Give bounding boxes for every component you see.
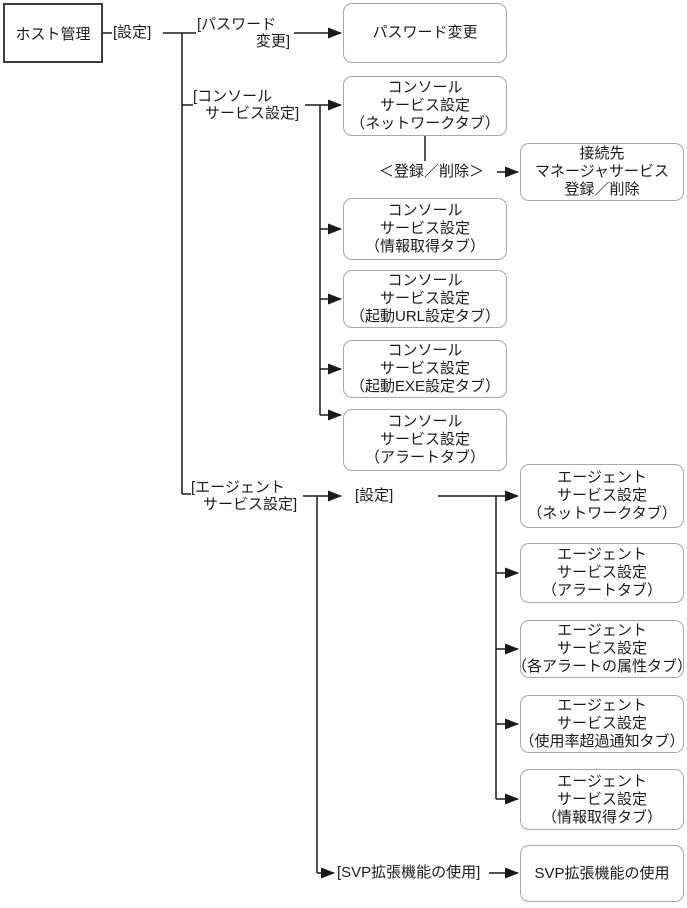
- node-password-change-line: パスワード変更: [372, 24, 478, 41]
- label-register-delete: ＜登録／削除＞: [368, 163, 495, 180]
- node-text-line: サービス設定: [379, 220, 470, 237]
- node-text-line: コンソール: [387, 342, 463, 359]
- node-console-network-tab: コンソール サービス設定 （ネットワークタブ）: [343, 76, 507, 136]
- node-host-management: ホスト管理: [3, 3, 103, 63]
- node-text-line: コンソール: [387, 202, 463, 219]
- node-text-line: （情報取得タブ）: [541, 808, 662, 826]
- node-password-change: パスワード変更: [343, 3, 507, 63]
- node-text-line: （アラートタブ）: [541, 582, 662, 599]
- node-console-alert-tab: コンソール サービス設定 （アラートタブ）: [343, 409, 507, 471]
- node-text-line: サービス設定: [556, 715, 647, 732]
- label-password-line1: [パスワード: [197, 16, 277, 33]
- node-manager-service-register: 接続先 マネージャサービス 登録／削除: [520, 143, 684, 201]
- node-agent-network-tab: エージェント サービス設定 （ネットワークタブ）: [520, 464, 684, 528]
- label-console-line1: [コンソール: [193, 88, 273, 105]
- node-text-line: サービス設定: [556, 564, 647, 581]
- label-svp-extension: [SVP拡張機能の使用]: [337, 864, 480, 881]
- node-text-line: コンソール: [387, 413, 463, 430]
- node-text-line: （使用率超過通知タブ）: [519, 733, 685, 750]
- node-text-line: コンソール: [387, 272, 463, 289]
- node-text-line: サービス設定: [556, 790, 647, 808]
- label-agent-settings: [設定]: [355, 487, 393, 504]
- node-text-line: サービス設定: [556, 487, 647, 504]
- label-settings-text: [設定]: [113, 24, 152, 41]
- label-register-delete-text: ＜登録／削除＞: [378, 163, 484, 180]
- node-text-line: （各アラートの属性タブ）: [512, 658, 687, 675]
- node-svp-extension-use: SVP拡張機能の使用: [520, 845, 684, 902]
- node-agent-alert-tab: エージェント サービス設定 （アラートタブ）: [520, 543, 684, 603]
- node-text-line: サービス設定: [379, 360, 470, 377]
- node-text-line: エージェント: [557, 469, 647, 486]
- label-svp-extension-text: [SVP拡張機能の使用]: [337, 864, 481, 881]
- node-text-line: サービス設定: [556, 640, 647, 657]
- node-text-line: エージェント: [557, 772, 647, 790]
- label-password-change: [パスワード 変更]: [197, 16, 290, 50]
- node-text-line: SVP拡張機能の使用: [534, 864, 670, 882]
- node-text-line: （情報取得タブ）: [364, 238, 485, 255]
- node-text-line: 接続先: [579, 145, 625, 162]
- node-text-line: サービス設定: [379, 431, 470, 448]
- node-console-exe-tab: コンソール サービス設定 （起動EXE設定タブ）: [343, 340, 507, 398]
- label-settings: [設定]: [113, 24, 151, 41]
- node-console-url-tab: コンソール サービス設定 （起動URL設定タブ）: [343, 270, 507, 328]
- node-text-line: サービス設定: [379, 290, 470, 307]
- node-text-line: （起動EXE設定タブ）: [349, 378, 500, 395]
- node-agent-alert-attribute-tab: エージェント サービス設定 （各アラートの属性タブ）: [512, 620, 687, 678]
- label-agent-service: [エージェント サービス設定]: [191, 479, 297, 513]
- label-agent-line1: [エージェント: [191, 479, 285, 496]
- node-agent-usage-notify-tab: エージェント サービス設定 （使用率超過通知タブ）: [519, 695, 685, 753]
- node-console-info-tab: コンソール サービス設定 （情報取得タブ）: [343, 198, 507, 260]
- node-agent-info-tab: エージェント サービス設定 （情報取得タブ）: [520, 769, 684, 830]
- node-text-line: （ネットワークタブ）: [350, 115, 500, 132]
- node-host-management-label: ホスト管理: [15, 25, 91, 43]
- label-console-line2: サービス設定]: [205, 105, 300, 122]
- node-text-line: （起動URL設定タブ）: [349, 308, 500, 325]
- node-text-line: 登録／削除: [564, 181, 640, 198]
- label-agent-settings-text: [設定]: [355, 487, 394, 504]
- node-text-line: コンソール: [387, 79, 463, 96]
- node-text-line: エージェント: [557, 697, 647, 714]
- label-agent-line2: サービス設定]: [203, 496, 298, 513]
- node-text-line: マネージャサービス: [535, 163, 669, 180]
- label-password-line2: 変更]: [255, 33, 290, 50]
- node-text-line: （アラートタブ）: [364, 449, 485, 466]
- node-text-line: （ネットワークタブ）: [527, 505, 677, 522]
- node-text-line: サービス設定: [379, 97, 470, 114]
- node-text-line: エージェント: [557, 546, 647, 563]
- node-text-line: エージェント: [557, 622, 647, 639]
- label-console-service: [コンソール サービス設定]: [193, 88, 299, 122]
